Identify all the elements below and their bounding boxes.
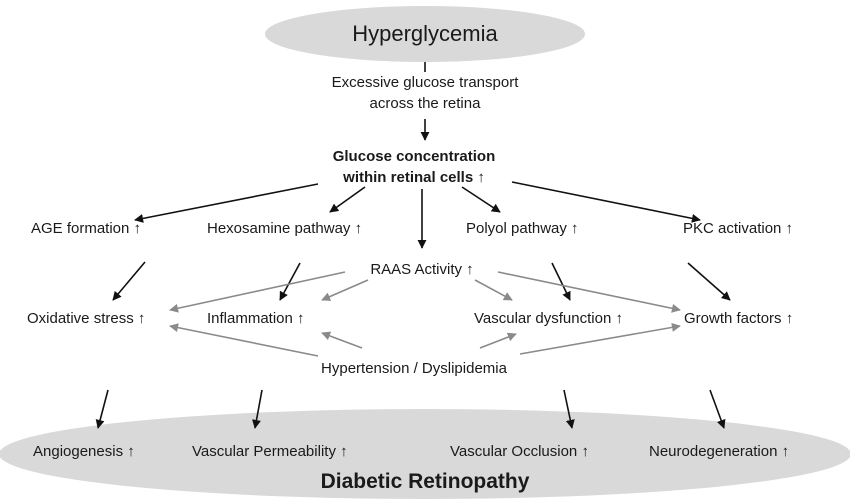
diabetic-retinopathy-ellipse (0, 409, 850, 499)
glucose-label-line2: within retinal cells ↑ (343, 169, 485, 186)
hyperglycemia-ellipse (265, 6, 585, 62)
arrow-glucose-to-hexosamine (329, 186, 366, 213)
age-formation-label: AGE formation ↑ (31, 220, 142, 237)
arrow-glucose-to-pkc (511, 181, 701, 223)
growth-factors-label: Growth factors ↑ (684, 310, 794, 327)
arrow-growth-to-neurodegeneration (709, 389, 726, 429)
arrow-age-to-oxidative (112, 261, 146, 301)
arrow-raas-to-growth (497, 271, 681, 313)
arrow-pkc-to-growth (687, 262, 731, 301)
oxidative-stress-label: Oxidative stress ↑ (27, 310, 146, 327)
hexosamine-pathway-label: Hexosamine pathway ↑ (207, 220, 363, 237)
arrow-hyper-to-inflammation (321, 331, 363, 349)
arrow-raas-to-vascular (474, 279, 513, 301)
arrow-hyper-to-growth (519, 322, 681, 355)
vascular-occlusion-label: Vascular Occlusion ↑ (450, 443, 589, 460)
neurodegeneration-label: Neurodegeneration ↑ (649, 443, 790, 460)
inflammation-label: Inflammation ↑ (207, 310, 305, 327)
arrow-polyol-to-vascular (551, 262, 571, 301)
arrow-hyper-to-vascular (479, 332, 517, 349)
transport-label-line2: across the retina (369, 95, 481, 112)
glucose-label-line1: Glucose concentration (332, 148, 496, 165)
angiogenesis-label: Angiogenesis ↑ (33, 443, 135, 460)
diabetic-retinopathy-label: Diabetic Retinopathy (320, 470, 530, 493)
arrow-vascular-to-occlusion (563, 389, 575, 429)
hypertension-dyslipidemia-label: Hypertension / Dyslipidemia (321, 360, 507, 377)
arrow-glucose-to-age (134, 183, 319, 223)
arrow-inflammation-to-permeability (252, 389, 263, 429)
polyol-pathway-label: Polyol pathway ↑ (466, 220, 579, 237)
vascular-permeability-label: Vascular Permeability ↑ (192, 443, 348, 460)
arrow-glucose-to-polyol (461, 186, 501, 213)
hyperglycemia-label: Hyperglycemia (352, 21, 498, 46)
vascular-dysfunction-label: Vascular dysfunction ↑ (474, 310, 623, 327)
raas-activity-label: RAAS Activity ↑ (370, 261, 474, 278)
arrow-hyper-to-oxidative (169, 323, 319, 357)
arrow-raas-to-inflammation (321, 279, 369, 301)
arrow-oxidative-to-angiogenesis (95, 389, 109, 429)
arrow-raas-to-oxidative (169, 271, 346, 313)
pkc-activation-label: PKC activation ↑ (683, 220, 794, 237)
arrow-hexosamine-to-inflammation (279, 262, 301, 301)
transport-label-line1: Excessive glucose transport (331, 74, 519, 91)
